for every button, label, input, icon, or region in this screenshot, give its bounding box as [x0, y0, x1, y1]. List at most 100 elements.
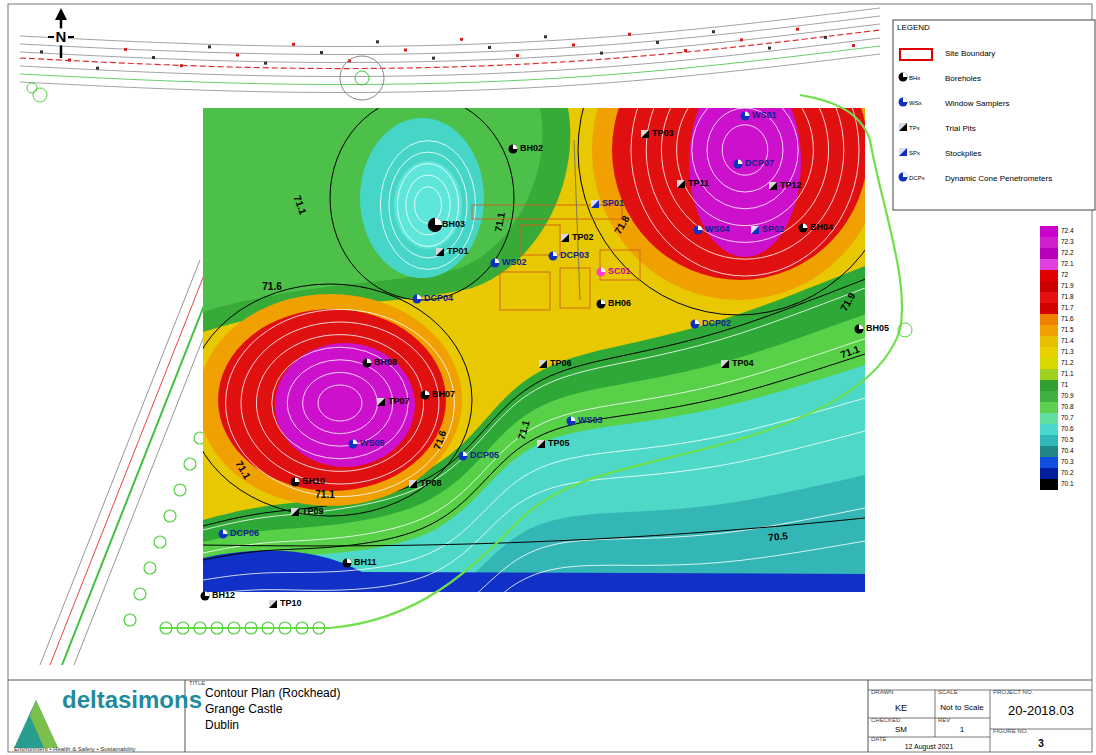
building-outline [520, 225, 560, 255]
colour-scale-value: 70.3 [1061, 458, 1074, 465]
field-heading: DATE [871, 736, 887, 743]
borehole-label: BH06 [608, 298, 631, 308]
borehole-symbol [201, 592, 210, 601]
symbol-highlight [859, 325, 864, 330]
contour-band [203, 314, 865, 592]
penetrometer-symbol [691, 320, 700, 329]
road-marking [740, 38, 743, 41]
colour-scale-value: 71 [1061, 381, 1068, 388]
tree-symbol [27, 83, 37, 93]
symbol-highlight [601, 300, 606, 305]
penetrometer-symbol [219, 530, 228, 539]
borehole-symbol [363, 359, 372, 368]
symbol-highlight [463, 452, 468, 457]
contour-value: 71.1 [315, 489, 334, 501]
contour-line [631, 108, 859, 276]
window-sampler-symbol [899, 98, 908, 107]
symbol-highlight [561, 234, 569, 242]
window-sampler-symbol [567, 417, 576, 426]
contour-line [203, 518, 865, 546]
trial-pit-symbol [721, 360, 729, 368]
road-marking [600, 52, 603, 55]
road-line [20, 30, 880, 69]
symbol-highlight [269, 600, 277, 608]
road-marking [376, 40, 379, 43]
north-arrow [48, 8, 74, 58]
colour-scale-value: 70.4 [1061, 447, 1074, 454]
colour-scale-value: 70.1 [1061, 480, 1074, 487]
penetrometer-symbol [413, 295, 422, 304]
borehole-label: BH08 [374, 357, 397, 367]
road-marking [796, 28, 799, 31]
penetrometer-label: DCP04 [424, 293, 453, 303]
road-layer [20, 8, 880, 665]
colour-scale-cell [1040, 435, 1058, 446]
contour-value: 71.1 [839, 343, 861, 360]
field-value: KE [895, 703, 907, 713]
site-features [160, 95, 912, 634]
legend-entry: Stockpiles [945, 149, 981, 158]
tree-symbol [33, 88, 47, 102]
symbol-highlight [223, 530, 228, 535]
symbol-highlight [537, 440, 545, 448]
contour-line [646, 108, 844, 259]
colour-scale-value: 70.9 [1061, 392, 1074, 399]
contour-line [389, 152, 467, 258]
tree-symbol [898, 323, 912, 337]
borehole-label: BH10 [302, 476, 325, 486]
trial-pit-label: TP03 [652, 128, 674, 138]
trial-pit-symbol [641, 130, 649, 138]
symbol-highlight [295, 478, 300, 483]
colour-scale-cell [1040, 270, 1058, 281]
contour-band [360, 118, 484, 278]
stockpile-symbol [751, 226, 759, 234]
symbol-highlight [698, 226, 703, 231]
contour-line [414, 187, 441, 224]
borehole-symbol [421, 391, 430, 400]
road-marking [292, 43, 295, 46]
contour-map [203, 108, 865, 592]
colour-scale-value: 70.8 [1061, 403, 1074, 410]
contour-line [272, 347, 408, 459]
road-marking [40, 50, 43, 53]
colour-scale-value: 71.2 [1061, 359, 1074, 366]
colour-scale-cell [1040, 281, 1058, 292]
legend-symbol-code: BHx [909, 75, 920, 82]
company-tagline: Environment • Health & Safety • Sustaina… [14, 746, 136, 753]
contour-band [394, 161, 462, 249]
borehole-symbol [799, 224, 808, 233]
contour-line [303, 372, 378, 433]
building-outline [500, 272, 550, 310]
tree-symbol [296, 622, 308, 634]
north-label: N [55, 28, 68, 45]
colour-scale-value: 72 [1061, 271, 1068, 278]
symbol-highlight [377, 398, 385, 406]
borehole-label: BH03 [442, 219, 465, 229]
borehole-label: BH04 [810, 222, 833, 232]
contour-value: 71.8 [612, 214, 632, 237]
field-value: Not to Scale [940, 703, 984, 712]
colour-scale-value: 72.1 [1061, 260, 1074, 267]
trial-pit-symbol [769, 182, 777, 190]
symbol-highlight [513, 145, 518, 150]
tree-symbol [134, 588, 146, 600]
trial-pit-label: TP07 [388, 396, 410, 406]
contour-line [318, 385, 362, 421]
road-line [62, 260, 222, 665]
trial-pit-symbol [537, 440, 545, 448]
symbol-highlight [436, 248, 444, 256]
title-block-line [935, 690, 936, 737]
legend-entry: Window Samplers [945, 99, 1009, 108]
road-marking [68, 59, 71, 62]
borehole-symbol [899, 73, 908, 82]
title-text: Grange Castle [205, 703, 282, 717]
symbol-highlight [903, 173, 908, 178]
title-block-line [8, 680, 1092, 681]
borehole-label: BH12 [212, 590, 235, 600]
symbol-highlight [495, 259, 500, 264]
colour-scale-cell [1040, 336, 1058, 347]
trial-pit-label: TP12 [780, 180, 802, 190]
window-sampler-symbol [491, 259, 500, 268]
colour-scale-value: 72.4 [1061, 227, 1074, 234]
